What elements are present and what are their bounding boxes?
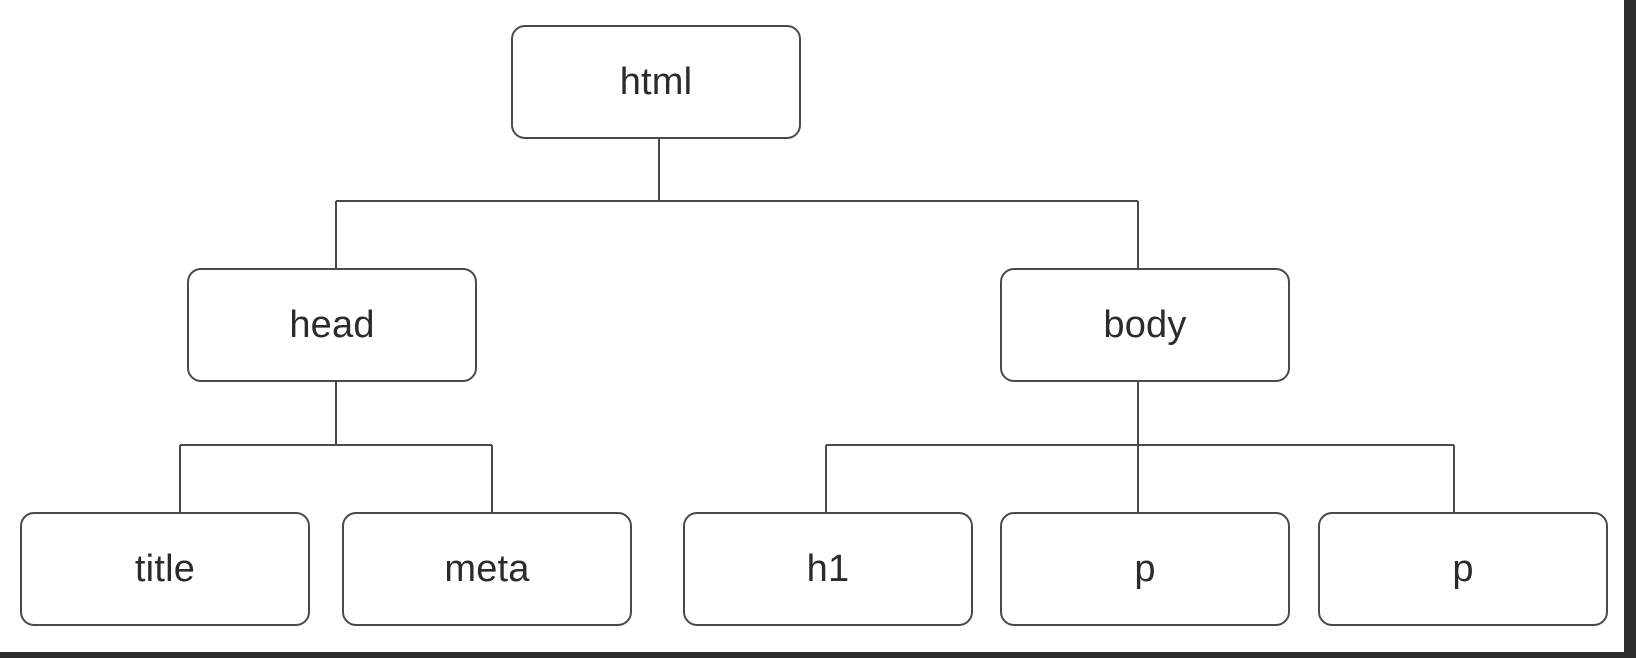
- node-label-body: body: [1103, 303, 1187, 346]
- node-p-2: p: [1318, 512, 1608, 626]
- node-html: html: [511, 25, 801, 139]
- node-h1: h1: [683, 512, 973, 626]
- node-label-meta: meta: [444, 547, 530, 590]
- node-label-html: html: [619, 60, 693, 103]
- node-head: head: [187, 268, 477, 382]
- node-meta: meta: [342, 512, 632, 626]
- node-title: title: [20, 512, 310, 626]
- node-body: body: [1000, 268, 1290, 382]
- node-label-p-2: p: [1452, 547, 1474, 590]
- node-label-title: title: [134, 547, 196, 590]
- node-label-h1: h1: [806, 547, 850, 590]
- node-p-1: p: [1000, 512, 1290, 626]
- node-label-head: head: [289, 303, 375, 346]
- node-label-p-1: p: [1134, 547, 1156, 590]
